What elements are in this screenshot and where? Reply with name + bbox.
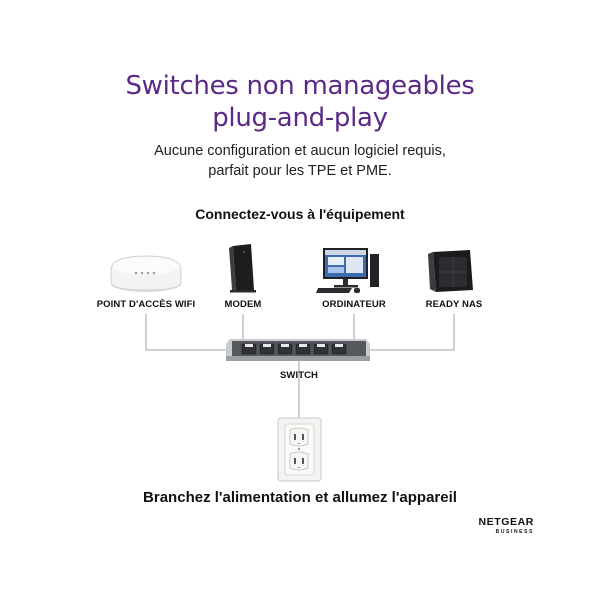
- page-title-line-2: plug-and-play: [212, 103, 388, 133]
- switch-label: SWITCH: [279, 370, 319, 381]
- subtitle-line-2: parfait pour les TPE et PME.: [208, 163, 392, 179]
- connection-lines: [145, 314, 455, 420]
- switch-icon: [226, 339, 370, 361]
- line-wifi: [145, 314, 232, 351]
- page-title-line-1: Switches non manageables: [125, 71, 475, 101]
- computer-icon: [316, 248, 379, 293]
- device-label-nas: READY NAS: [425, 299, 483, 310]
- devices-heading: Connectez-vous à l'équipement: [195, 206, 405, 222]
- device-label-computer: ORDINATEUR: [322, 299, 386, 310]
- power-outlet-icon: [277, 417, 322, 482]
- nas-icon: [428, 250, 473, 292]
- netgear-logo: NETGEAR BUSINESS: [478, 516, 534, 535]
- brand-tagline: BUSINESS: [495, 529, 534, 535]
- line-nas: [366, 314, 455, 351]
- subtitle-line-1: Aucune configuration et aucun logiciel r…: [154, 143, 446, 159]
- modem-icon: [229, 244, 256, 293]
- wifi-access-point-icon: [110, 255, 182, 292]
- device-label-wifi: POINT D'ACCÈS WIFI: [96, 299, 196, 310]
- power-heading: Branchez l'alimentation et allumez l'app…: [143, 489, 457, 506]
- brand-name: NETGEAR: [478, 516, 534, 528]
- device-label-modem: MODEM: [224, 299, 262, 310]
